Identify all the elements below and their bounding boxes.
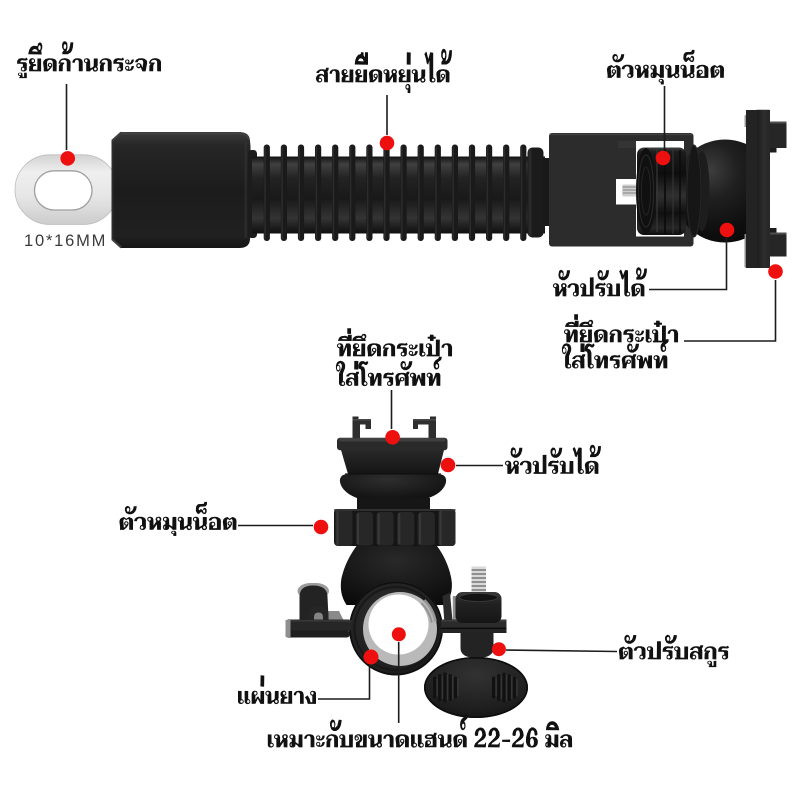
svg-text:10*16MM: 10*16MM — [24, 232, 107, 250]
